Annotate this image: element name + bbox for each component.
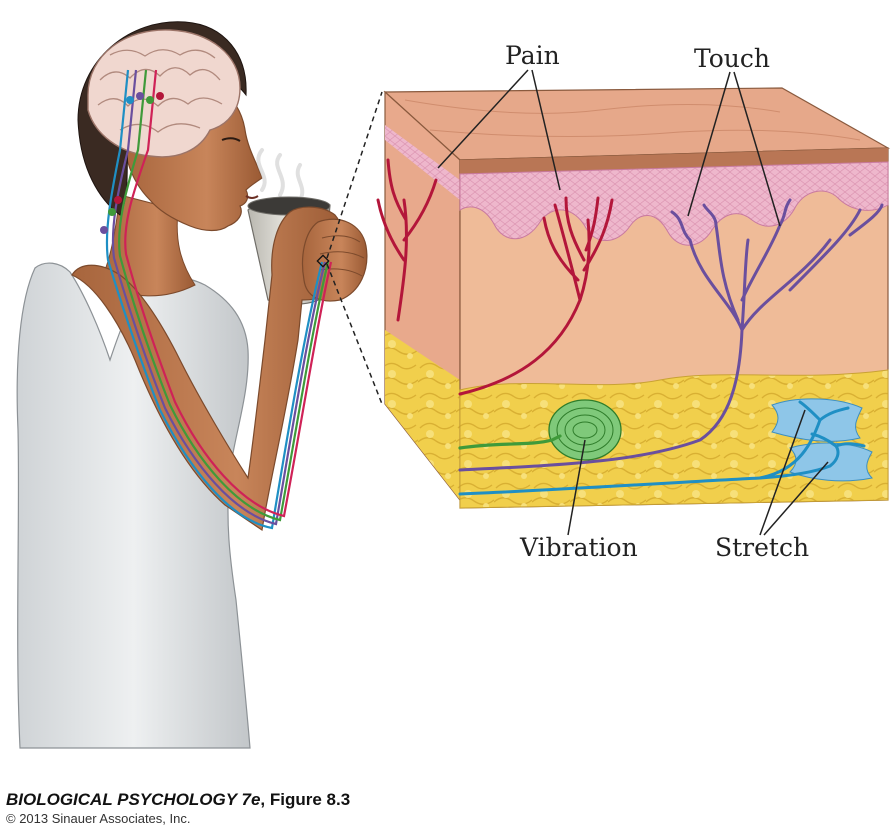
zoom-lines	[326, 91, 383, 405]
woman-illustration	[16, 21, 368, 749]
stratum-corneum	[460, 148, 888, 174]
pathway-vibration	[118, 69, 330, 522]
label-touch: Touch	[694, 44, 770, 73]
front-arm	[71, 206, 348, 532]
pain-nerve	[376, 158, 614, 396]
figure-number: , Figure 8.3	[260, 790, 351, 809]
brain-folds	[97, 49, 223, 133]
neural-pathways	[105, 69, 333, 530]
vibration-nerve	[458, 434, 562, 450]
touch-nerve	[458, 198, 884, 472]
pathway-touch	[111, 69, 327, 526]
steam	[256, 148, 305, 202]
magnified-region-marker	[316, 254, 330, 268]
skin-cross-section	[383, 87, 891, 509]
lips	[245, 195, 259, 199]
leader-lines	[437, 69, 829, 536]
pathway-pain	[124, 69, 333, 518]
label-stretch: Stretch	[715, 533, 809, 562]
copyright-line: © 2013 Sinauer Associates, Inc.	[6, 811, 191, 826]
skin-top-surface	[383, 87, 891, 161]
epidermis	[459, 161, 889, 246]
eye	[221, 137, 241, 142]
stretch-nerve	[458, 400, 866, 496]
figure-caption: BIOLOGICAL PSYCHOLOGY 7e, Figure 8.3	[6, 790, 350, 810]
stretch-receptor-lower	[789, 442, 874, 482]
skin-nerves	[376, 158, 884, 496]
brain	[87, 29, 241, 158]
hand	[301, 218, 368, 302]
pathway-stretch	[105, 69, 324, 530]
pacinian-corpuscle	[548, 399, 622, 461]
synapse-dots	[100, 92, 164, 234]
book-title: BIOLOGICAL PSYCHOLOGY 7e	[6, 790, 261, 809]
label-pain: Pain	[505, 41, 560, 70]
label-vibration: Vibration	[519, 533, 638, 562]
